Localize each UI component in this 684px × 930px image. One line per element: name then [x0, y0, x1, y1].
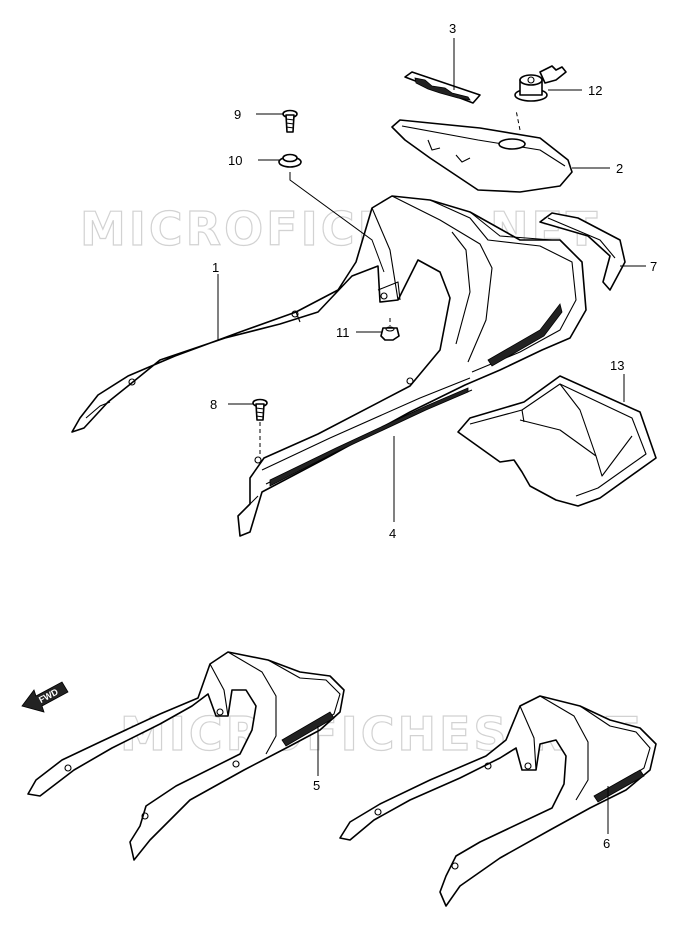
callout-labels: 3 12 2 9 10 1 7 11 13 8 4 5 6 — [210, 21, 657, 851]
part-12-lock — [514, 65, 567, 102]
part-8-screw — [252, 398, 268, 421]
part-3-emblem — [404, 71, 481, 104]
callout-3: 3 — [449, 21, 456, 36]
part-13-tray — [457, 375, 657, 507]
callout-10: 10 — [228, 153, 242, 168]
callout-9: 9 — [234, 107, 241, 122]
part-2-tail-cover — [391, 119, 573, 193]
callout-2: 2 — [616, 161, 623, 176]
part-10-grommet — [278, 153, 302, 168]
callout-5: 5 — [313, 778, 320, 793]
fwd-arrow-icon: FWD — [21, 681, 69, 713]
callout-11: 11 — [336, 325, 350, 340]
part-5-frame-variant — [27, 651, 345, 861]
part-9-screw — [282, 109, 298, 133]
leader-lines — [217, 38, 646, 834]
callout-6: 6 — [603, 836, 610, 851]
part-6-frame-variant — [339, 695, 657, 907]
callout-8: 8 — [210, 397, 217, 412]
callout-1: 1 — [212, 260, 219, 275]
callout-12: 12 — [588, 83, 602, 98]
callout-13: 13 — [610, 358, 624, 373]
part-7-cushion — [539, 212, 626, 291]
part-4-frame-cover — [71, 195, 587, 537]
callout-7: 7 — [650, 259, 657, 274]
callout-4: 4 — [389, 526, 396, 541]
part-11-nut — [380, 326, 400, 341]
